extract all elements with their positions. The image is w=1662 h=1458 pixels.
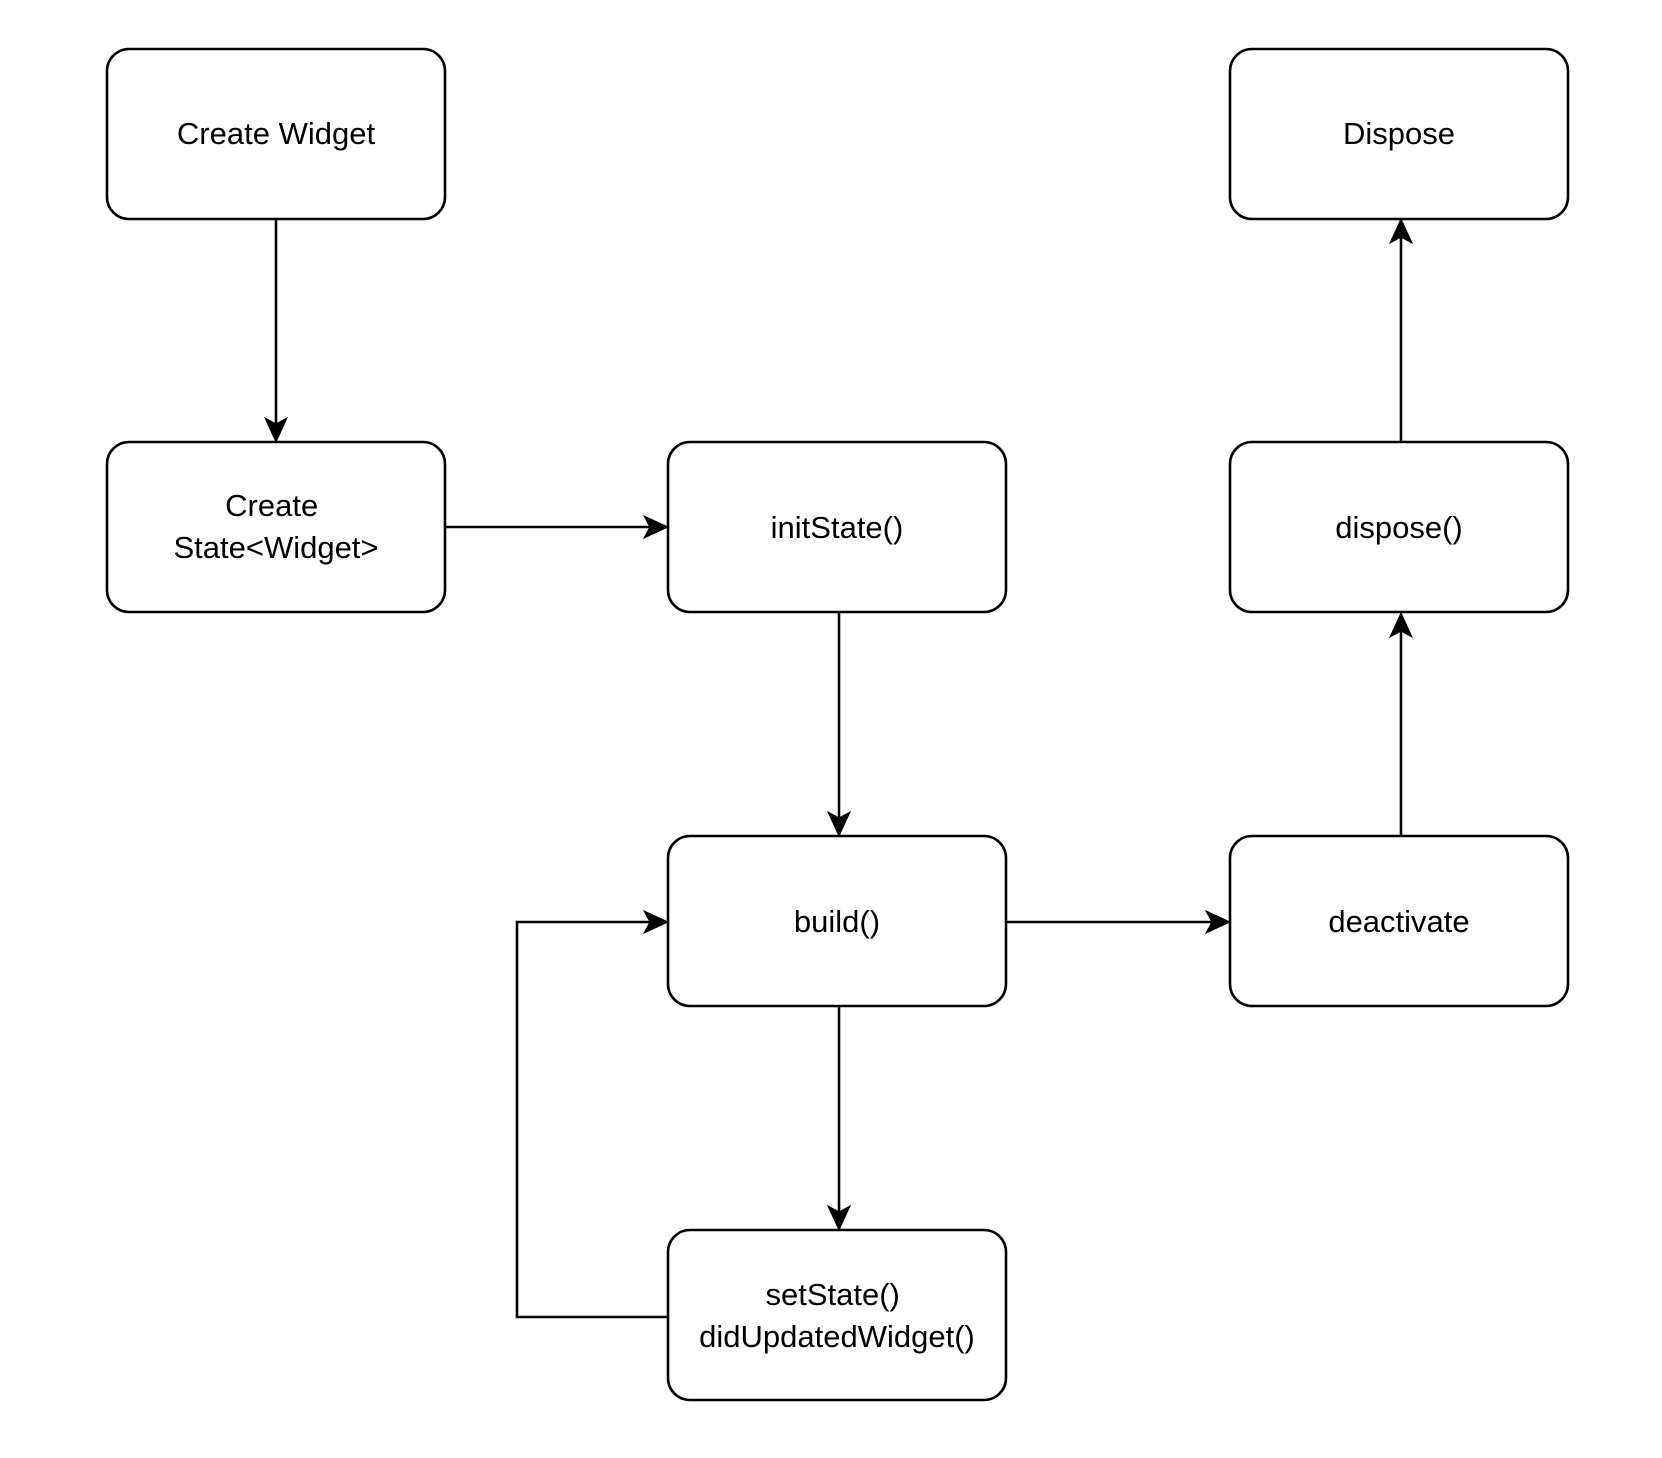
node-create-state-line-2: State<Widget> — [173, 530, 378, 565]
node-build: build() — [666, 834, 1008, 1008]
arrowhead-deactivate — [1204, 909, 1232, 935]
node-build-box — [666, 834, 1008, 1008]
node-dispose: Dispose — [1228, 47, 1570, 221]
node-init-state-label: initState() — [771, 510, 904, 545]
node-dispose-method-label: dispose() — [1335, 510, 1463, 545]
node-dispose-line-1: Dispose — [1343, 116, 1455, 151]
node-dispose-method: dispose() — [1228, 440, 1570, 614]
node-dispose-method-box — [1228, 440, 1570, 614]
edge-set-state-to-build — [515, 920, 668, 1319]
node-init-state-line-1: initState() — [771, 510, 904, 545]
arrowhead-create-state — [263, 416, 289, 444]
arrowhead-dispose — [1388, 217, 1414, 245]
node-create-state-line-1: Create — [225, 488, 318, 523]
node-set-state: setState() didUpdatedWidget() — [666, 1228, 1008, 1402]
node-set-state-label: setState() didUpdatedWidget() — [699, 1277, 975, 1354]
node-set-state-box — [666, 1228, 1008, 1402]
node-create-widget: Create Widget — [105, 47, 447, 221]
node-deactivate-box — [1228, 834, 1570, 1008]
node-deactivate-line-1: deactivate — [1328, 904, 1469, 939]
node-dispose-method-line-1: dispose() — [1335, 510, 1463, 545]
node-create-widget-label: Create Widget — [177, 116, 376, 151]
arrowhead-build-from-init — [826, 810, 852, 838]
node-dispose-box — [1228, 47, 1570, 221]
node-create-widget-box — [105, 47, 447, 221]
arrowhead-dispose-method — [1388, 611, 1414, 639]
node-set-state-line-2: didUpdatedWidget() — [699, 1319, 975, 1354]
node-deactivate-label: deactivate — [1328, 904, 1469, 939]
node-set-state-line-1: setState() — [765, 1277, 899, 1312]
arrowhead-init-state — [642, 514, 670, 540]
edges — [263, 217, 1414, 1319]
node-build-line-1: build() — [794, 904, 880, 939]
node-build-label: build() — [794, 904, 880, 939]
node-create-widget-line-1: Create Widget — [177, 116, 376, 151]
node-create-state-box — [105, 440, 447, 614]
node-create-state: Create State<Widget> — [105, 440, 447, 614]
arrowhead-set-state — [826, 1204, 852, 1232]
node-deactivate: deactivate — [1228, 834, 1570, 1008]
node-create-state-label: Create State<Widget> — [173, 488, 378, 565]
arrowhead-build-from-set-state — [642, 909, 670, 935]
node-init-state: initState() — [666, 440, 1008, 614]
node-dispose-label: Dispose — [1343, 116, 1455, 151]
node-init-state-box — [666, 440, 1008, 614]
